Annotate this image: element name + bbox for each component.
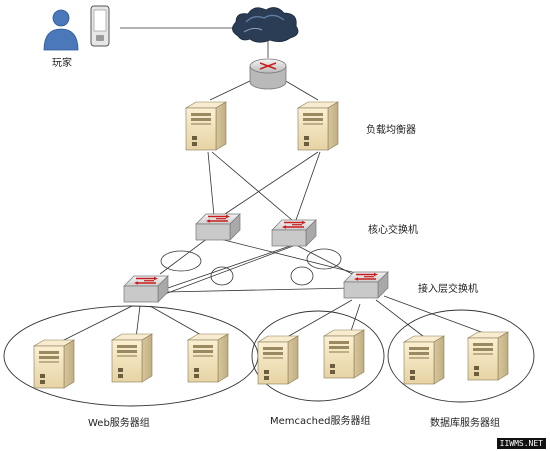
- router-to-lb1-link: [209, 79, 253, 101]
- web-server-3: [187, 333, 229, 383]
- memcached-group-outline: [251, 310, 385, 402]
- internet-cloud-icon: [232, 7, 299, 43]
- access-switch-1: [123, 275, 169, 303]
- web-server-1: [33, 339, 75, 389]
- db-group-label: 数据库服务器组: [430, 416, 500, 429]
- access-switch-label: 接入层交换机: [418, 282, 478, 295]
- player-label: 玩家: [52, 56, 72, 69]
- mobile-device-icon: [90, 5, 110, 47]
- lb1-to-core1-link: [207, 151, 215, 217]
- access2-to-db1-link: [375, 299, 429, 341]
- lb2-to-core2-link: [295, 151, 321, 221]
- load-balancer-server-2: [297, 101, 339, 151]
- core-switch-2: [271, 219, 317, 247]
- load-balancer-label: 负载均衡器: [366, 123, 416, 136]
- memcached-server-1: [257, 335, 299, 385]
- lb1-to-core2-link: [211, 151, 293, 221]
- site-watermark: IIWMS.NET: [496, 438, 546, 449]
- access1-to-access2-link: [165, 287, 353, 293]
- load-balancer-server-1: [185, 101, 227, 151]
- connection-lines: [59, 27, 493, 343]
- access2-to-mc1-link: [281, 299, 353, 341]
- web-group-label: Web服务器组: [88, 416, 150, 429]
- core-switch-1: [195, 213, 241, 241]
- core2-to-access1-link-b: [164, 245, 294, 295]
- db-server-1: [403, 335, 445, 385]
- core1-to-access2-link: [215, 237, 361, 275]
- access1-to-web2-link: [135, 305, 141, 339]
- web-server-2: [111, 333, 153, 383]
- access-switch-2: [343, 271, 389, 299]
- db-server-2: [467, 331, 509, 381]
- db-group-outline: [387, 309, 535, 403]
- memcached-server-2: [323, 329, 365, 379]
- memcached-group-label: Memcached服务器组: [270, 414, 370, 427]
- link-aggregation-markers: [160, 248, 342, 286]
- router-icon: [249, 58, 287, 90]
- core-switch-label: 核心交换机: [368, 223, 418, 236]
- access1-to-web1-link: [59, 305, 133, 343]
- access2-to-db2-link: [383, 295, 493, 337]
- core2-to-access2-link: [297, 245, 361, 279]
- lb2-to-core1-link: [221, 151, 319, 217]
- core1-to-access1-link: [159, 237, 209, 275]
- router-to-lb2-link: [283, 79, 319, 101]
- player-icon: [43, 9, 79, 51]
